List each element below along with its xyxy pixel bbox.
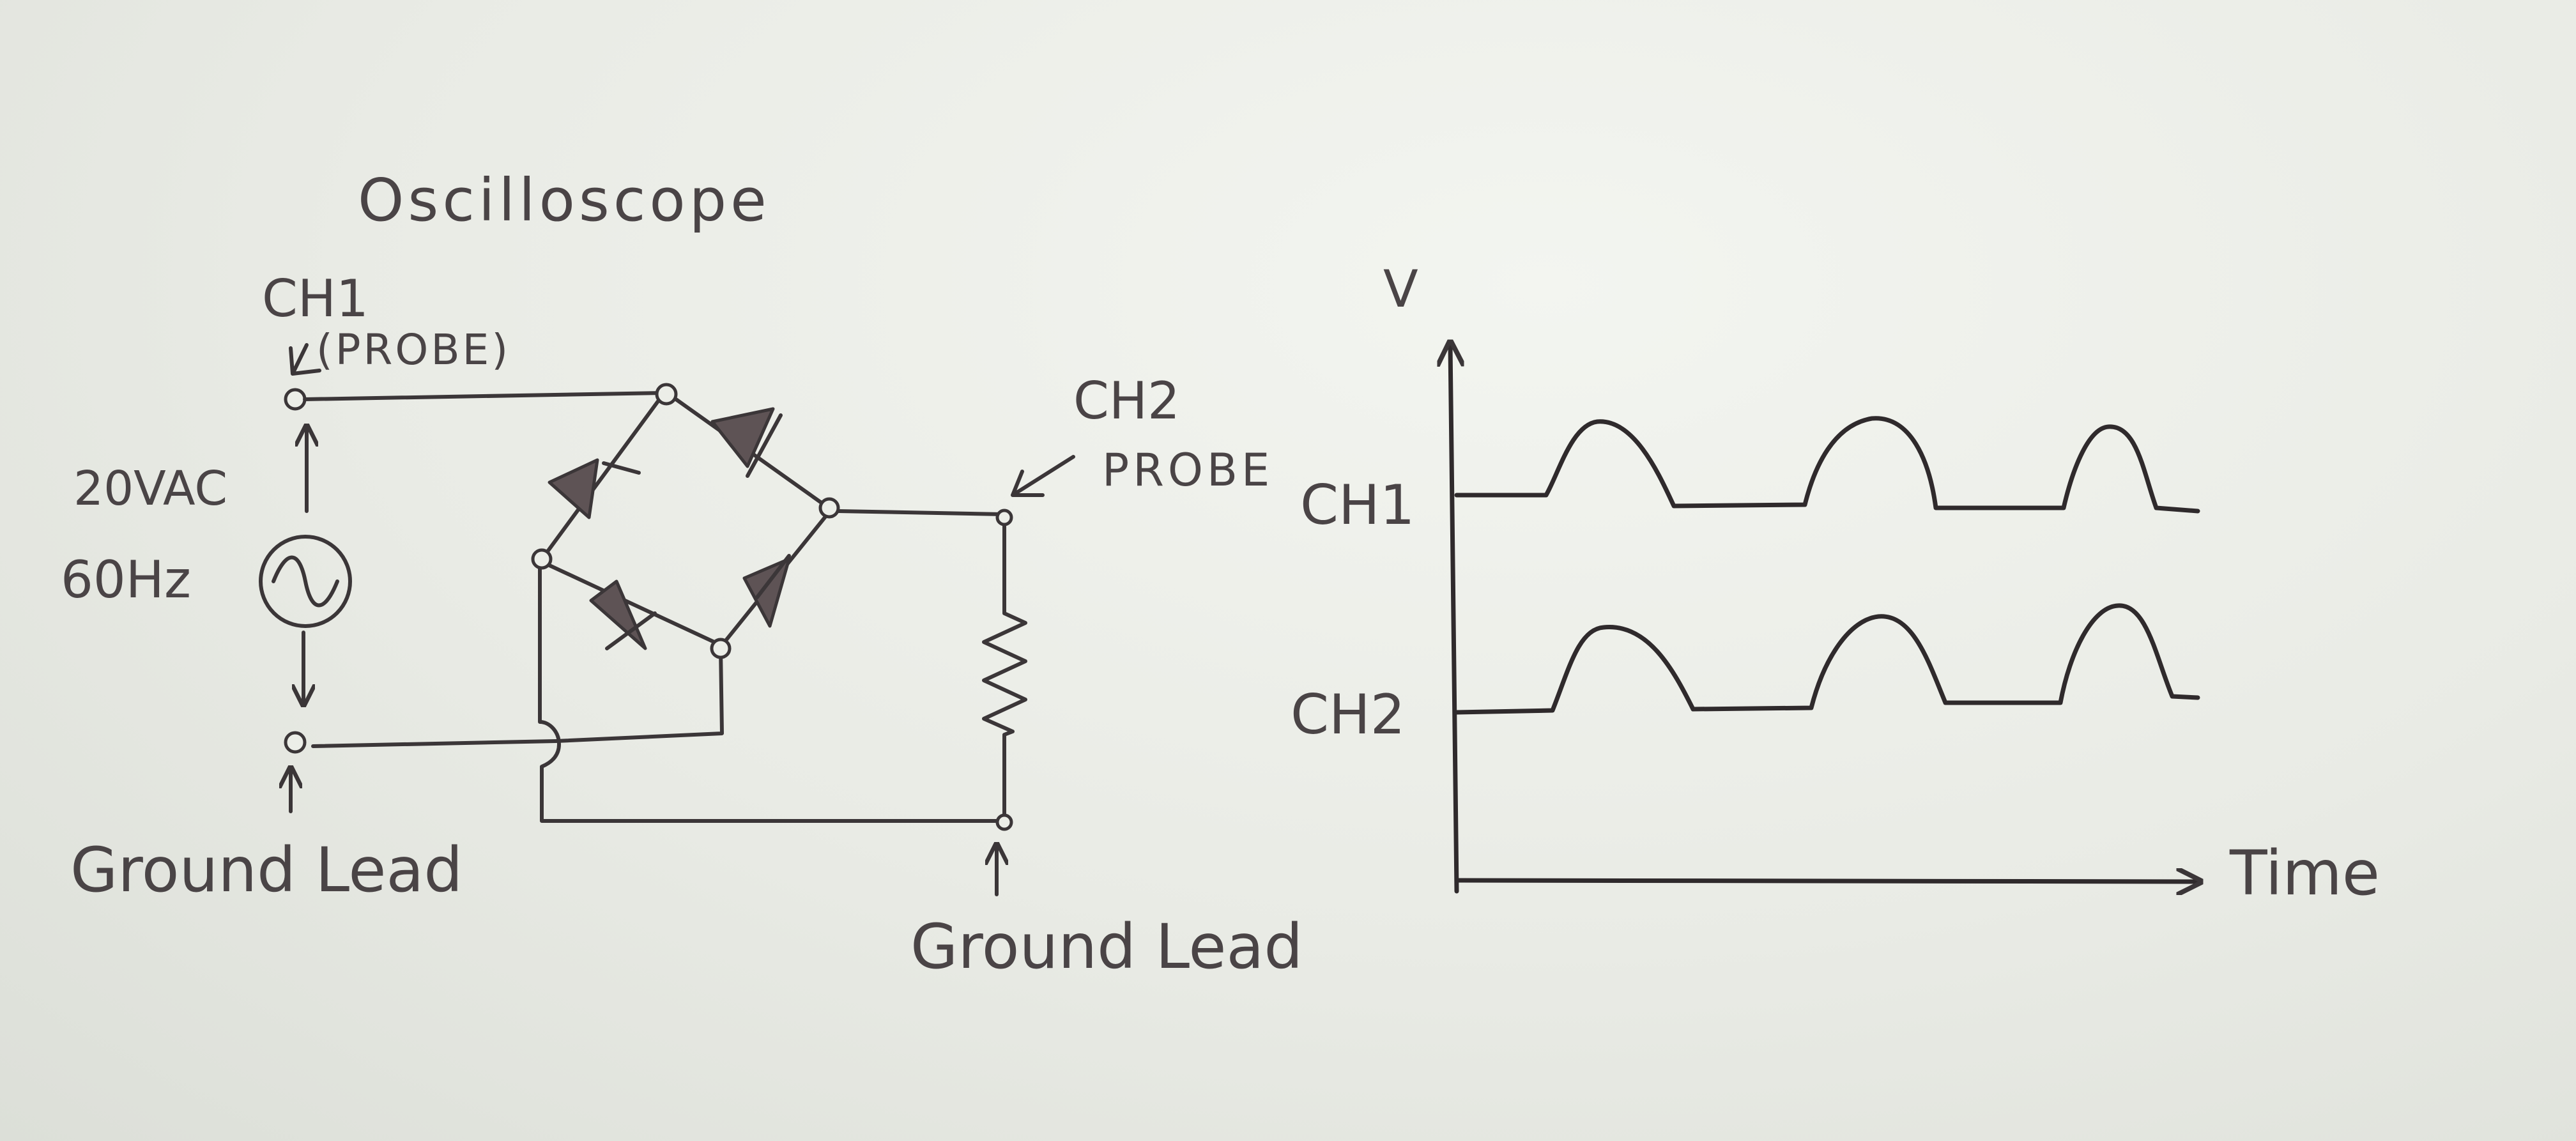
oscilloscope-title: Oscilloscope xyxy=(358,166,770,234)
ch1-wire xyxy=(303,391,666,401)
ground-lead-label-left: Ground Lead xyxy=(70,834,463,906)
bridge-right-node xyxy=(818,497,840,519)
ch2-probe-arrow xyxy=(1011,455,1075,497)
ground-terminal-left xyxy=(284,731,307,754)
source-frequency-label: 60Hz xyxy=(61,550,191,609)
ch1-waveform xyxy=(1454,416,2200,514)
ch1-probe-label: (PROBE) xyxy=(316,325,510,374)
wire-crossing-hop xyxy=(554,647,724,743)
load-resistor-icon xyxy=(982,523,1027,820)
ch2-label: CH2 xyxy=(1073,371,1180,431)
bridge-bottom-node xyxy=(710,638,732,659)
x-axis-line xyxy=(1454,880,2198,882)
ch1-probe-arrow xyxy=(289,343,321,376)
ch2-terminal xyxy=(995,509,1013,526)
ground-lead-label-right: Ground Lead xyxy=(910,911,1303,983)
waveform-graph: V Time CH1 CH2 xyxy=(1291,259,2380,909)
y-axis-line xyxy=(1450,345,1457,894)
bridge-left-node xyxy=(531,548,553,570)
ch2-waveform xyxy=(1454,603,2200,715)
sine-symbol xyxy=(272,555,339,608)
ch1-label: CH1 xyxy=(262,269,369,328)
ch1-terminal xyxy=(284,388,307,411)
trace-label-ch2: CH2 xyxy=(1291,683,1405,747)
rectifier-circuit: Oscilloscope CH1 (PROBE) 20VAC 60Hz Grou… xyxy=(61,166,1303,983)
y-axis-label: V xyxy=(1383,259,1418,319)
diode-d1-icon xyxy=(548,458,641,519)
x-axis-label: Time xyxy=(2229,838,2380,909)
diode-d4-icon xyxy=(742,554,791,628)
ac-source-icon xyxy=(259,535,352,628)
trace-label-ch1: CH1 xyxy=(1300,473,1414,537)
bridge-left-return xyxy=(538,557,1002,823)
ch2-wire xyxy=(836,509,1005,516)
ground-wire-left xyxy=(311,739,558,748)
bridge-wire-top-left xyxy=(542,399,660,558)
bridge-wire-bottom-left xyxy=(548,563,716,644)
ground-terminal-right xyxy=(995,813,1013,831)
source-voltage-label: 20VAC xyxy=(73,461,227,516)
diode-d2-icon xyxy=(710,407,783,478)
ch2-probe-label: PROBE xyxy=(1102,444,1273,496)
diode-d3-icon xyxy=(589,579,657,650)
bridge-top-node xyxy=(655,383,678,406)
